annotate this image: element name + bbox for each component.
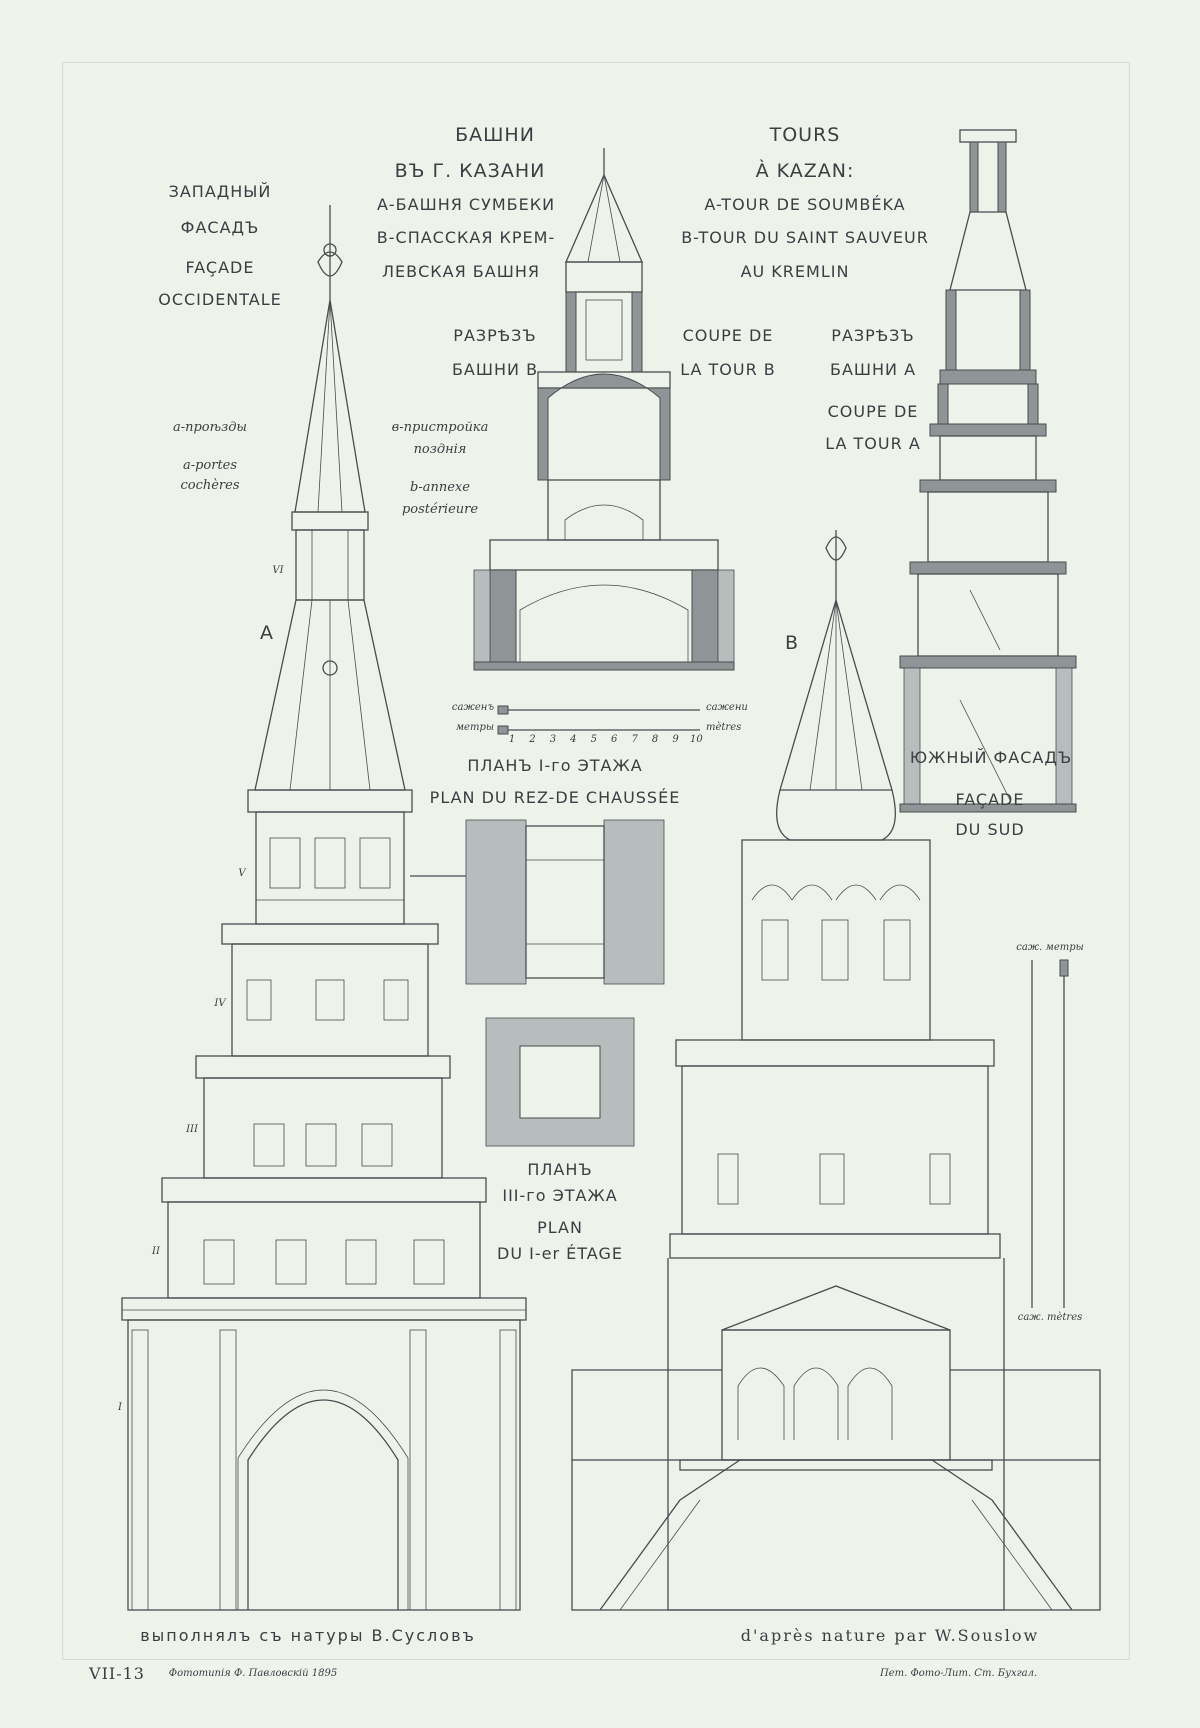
tower-b-letter: B (784, 632, 800, 654)
title-ru-4: В-СПАССКАЯ КРЕМ- (376, 228, 556, 247)
section-a-fr-2: LA TOUR A (825, 434, 921, 453)
plan-first-ru-2: III-го ЭТАЖА (502, 1186, 618, 1205)
plan-first-fr-2: DU I-er ÉTAGE (497, 1244, 623, 1263)
annex-fr-1: b-annexe (410, 480, 470, 495)
annex-fr-2: postérieure (401, 502, 479, 517)
credit-fr: d'après nature par W.Souslow (740, 1626, 1040, 1645)
title-fr-5: AU KREMLIN (740, 262, 850, 281)
storey-mark-i: I (118, 1402, 122, 1413)
tower-b-south-facade (571, 530, 1101, 1611)
section-a-ru-1: РАЗРѢЗЪ (831, 326, 915, 345)
section-b-fr-1: COUPE DE (682, 326, 774, 345)
section-tower-a (899, 129, 1077, 813)
legend-a-fr2: cochères (180, 478, 240, 493)
scale-top-left: саженъ (451, 702, 494, 713)
horizontal-scale-bar (497, 705, 700, 735)
scale-tick-label: 10 (690, 734, 703, 745)
plan-first-floor (485, 1017, 635, 1147)
scale-bottom-right: mètres (706, 722, 742, 733)
annex-ru-2: позднія (413, 442, 467, 457)
scale-tick-label: 3 (549, 734, 557, 745)
section-a-ru-2: БАШНИ А (829, 360, 917, 379)
storey-mark-iv: IV (214, 998, 226, 1009)
south-facade-fr-2: DU SUD (955, 820, 1025, 839)
title-ru-1: БАШНИ (455, 124, 535, 146)
scale-tick-label: 7 (631, 734, 638, 745)
storey-mark-iii: III (186, 1124, 198, 1135)
section-b-fr-2: LA TOUR B (680, 360, 776, 379)
storey-mark-ii: II (152, 1246, 160, 1257)
plan-first-fr-1: PLAN (537, 1218, 583, 1237)
printer-right: Пет. Фото-Лит. Ст. Бухгал. (880, 1668, 1038, 1679)
annex-ru-1: в-пристройка (391, 420, 489, 435)
title-ru-5: ЛЕВСКАЯ БАШНЯ (382, 262, 540, 281)
scale-tick-label: 2 (529, 734, 536, 745)
scale-top-right: сажени (706, 702, 748, 713)
plan-ground-ru: ПЛАНЪ I-го ЭТАЖА (467, 756, 643, 775)
title-fr-2: À KAZAN: (755, 160, 855, 182)
scale-tick-label: 4 (570, 734, 577, 745)
section-b-ru-1: РАЗРѢЗЪ (453, 326, 537, 345)
west-facade-ru-1: ЗАПАДНЫЙ (168, 182, 272, 201)
scale-tick-label: 1 (508, 734, 516, 745)
title-ru-2: ВЪ Г. КАЗАНИ (394, 160, 546, 182)
plan-first-ru-1: ПЛАНЪ (527, 1160, 593, 1179)
credit-ru: выполнялъ съ натуры В.Сусловъ (140, 1626, 476, 1645)
printer-left: Фототипія Ф. Павловскій 1895 (168, 1668, 338, 1679)
tower-a-west-facade (121, 205, 527, 1611)
section-tower-b (473, 148, 735, 671)
storey-mark-vi: VI (272, 565, 284, 576)
scale-tick-label: 6 (611, 734, 618, 745)
title-fr-3: A-TOUR DE SOUMBÉKA (704, 195, 906, 214)
title-fr-4: B-TOUR DU SAINT SAUVEUR (681, 228, 929, 247)
west-facade-ru-2: ФАСАДЪ (180, 218, 260, 237)
section-a-fr-1: COUPE DE (827, 402, 919, 421)
west-facade-fr-2: OCCIDENTALE (158, 290, 282, 309)
storey-mark-v: V (238, 868, 246, 879)
tower-a-letter: A (260, 622, 274, 644)
plate-number: VII-13 (89, 1664, 145, 1683)
legend-a-ru: а-проѣзды (172, 420, 248, 435)
south-facade-ru: ЮЖНЫЙ ФАСАДЪ (909, 748, 1073, 767)
scale-tick-label: 8 (651, 734, 659, 745)
vertical-scale-bar (1031, 959, 1069, 1308)
south-facade-fr-1: FAÇADE (955, 790, 1025, 809)
plan-ground-fr: PLAN DU REZ-DE CHAUSSÉE (429, 788, 681, 807)
legend-a-fr: a-portes (182, 458, 238, 473)
plan-ground-floor (410, 819, 665, 985)
vertical-scale-top: саж. метры (1016, 942, 1084, 953)
scale-tick-label: 5 (590, 734, 597, 745)
title-fr-1: TOURS (769, 124, 841, 146)
section-b-ru-2: БАШНИ В (451, 360, 539, 379)
title-ru-3: А-БАШНЯ СУМБЕКИ (376, 195, 556, 214)
west-facade-fr-1: FAÇADE (185, 258, 255, 277)
scale-tick-label: 9 (672, 734, 679, 745)
scale-bottom-left: метры (455, 722, 494, 733)
vertical-scale-bottom: саж. mètres (1017, 1312, 1083, 1323)
